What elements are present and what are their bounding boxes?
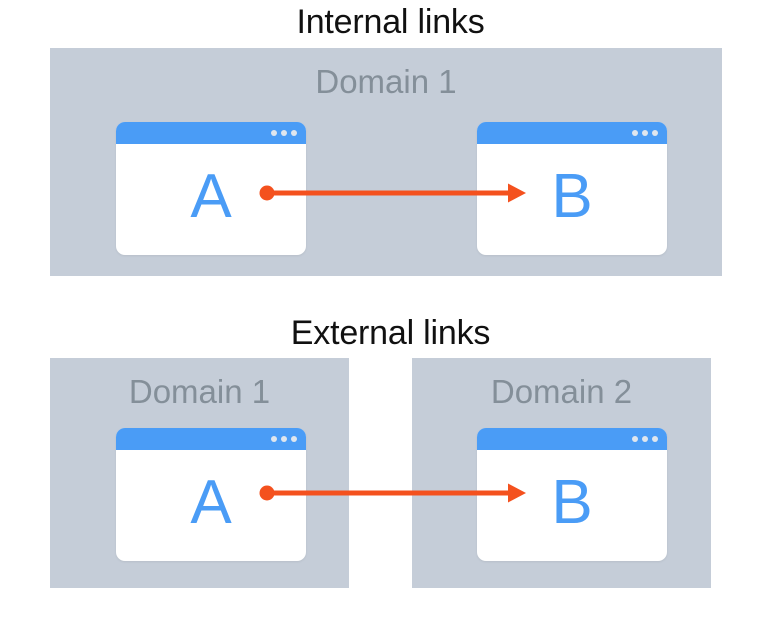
- page-letter-b: B: [551, 467, 593, 537]
- browser-window-card-a[interactable]: A: [116, 428, 306, 561]
- link-arrow-external: [259, 483, 526, 503]
- page-letter-a: A: [190, 161, 232, 231]
- domain-panel-external-domain-1: Domain 1 A: [50, 358, 360, 599]
- link-arrow-head: [508, 483, 526, 503]
- window-dots-icon: [271, 436, 297, 442]
- link-arrow-head: [508, 183, 526, 203]
- page-letter-b: B: [551, 161, 593, 231]
- link-arrow-start-dot: [259, 185, 275, 201]
- section-title-external-links: External links: [290, 314, 491, 352]
- domain-panel-external-domain-2: Domain 2 B: [412, 358, 722, 599]
- window-dots-icon: [271, 130, 297, 136]
- browser-window-card-a[interactable]: A: [116, 122, 306, 255]
- link-arrow-internal: [259, 183, 526, 203]
- link-arrow-start-dot: [259, 485, 275, 501]
- domain-label: Domain 2: [490, 373, 633, 410]
- window-titlebar: [477, 428, 667, 450]
- domain-panel-internal-domain-1: Domain 1 A B: [50, 48, 733, 287]
- window-dots-icon: [632, 130, 658, 136]
- domain-label: Domain 1: [128, 373, 271, 410]
- window-titlebar: [116, 122, 306, 144]
- section-title-internal-links: Internal links: [296, 3, 485, 41]
- window-titlebar: [116, 428, 306, 450]
- window-dots-icon: [632, 436, 658, 442]
- page-letter-a: A: [190, 467, 232, 537]
- window-titlebar: [477, 122, 667, 144]
- domain-label: Domain 1: [315, 63, 457, 100]
